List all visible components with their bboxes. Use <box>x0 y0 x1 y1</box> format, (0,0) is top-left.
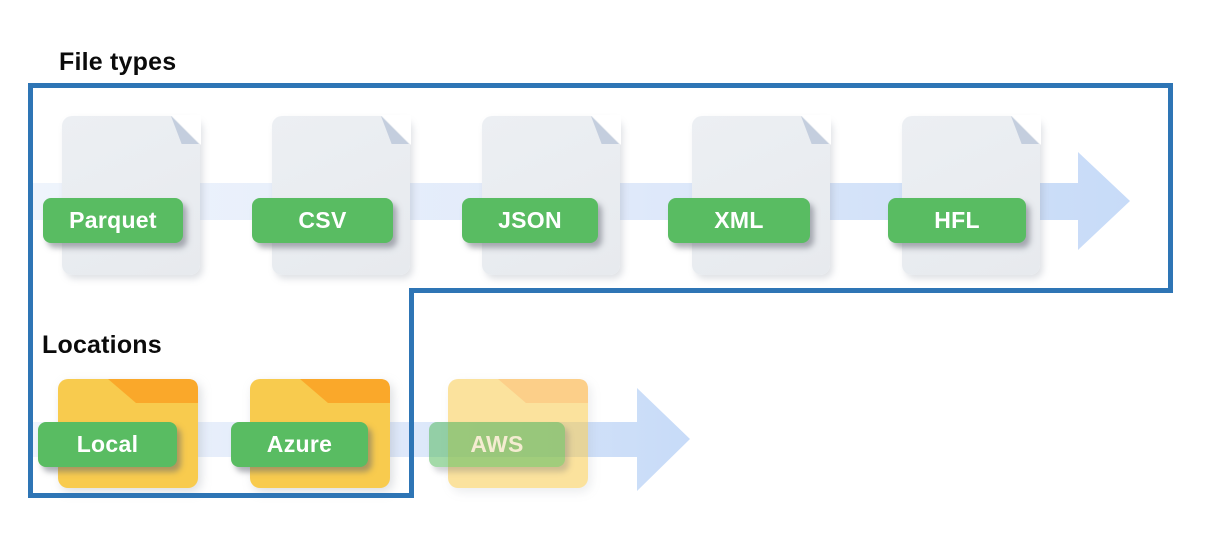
file-type-label-json: JSON <box>462 198 598 243</box>
location-label-azure: Azure <box>231 422 368 467</box>
file-type-label-parquet: Parquet <box>43 198 183 243</box>
location-label-aws: AWS <box>429 422 565 467</box>
document-icon <box>692 116 830 275</box>
document-icon <box>902 116 1040 275</box>
location-label-local: Local <box>38 422 177 467</box>
locations-title: Locations <box>42 331 162 359</box>
document-icon <box>272 116 410 275</box>
file-type-label-xml: XML <box>668 198 810 243</box>
document-icon <box>482 116 620 275</box>
file-type-label-csv: CSV <box>252 198 393 243</box>
file-type-label-hfl: HFL <box>888 198 1026 243</box>
file-types-title: File types <box>59 48 177 76</box>
document-icon <box>62 116 200 275</box>
